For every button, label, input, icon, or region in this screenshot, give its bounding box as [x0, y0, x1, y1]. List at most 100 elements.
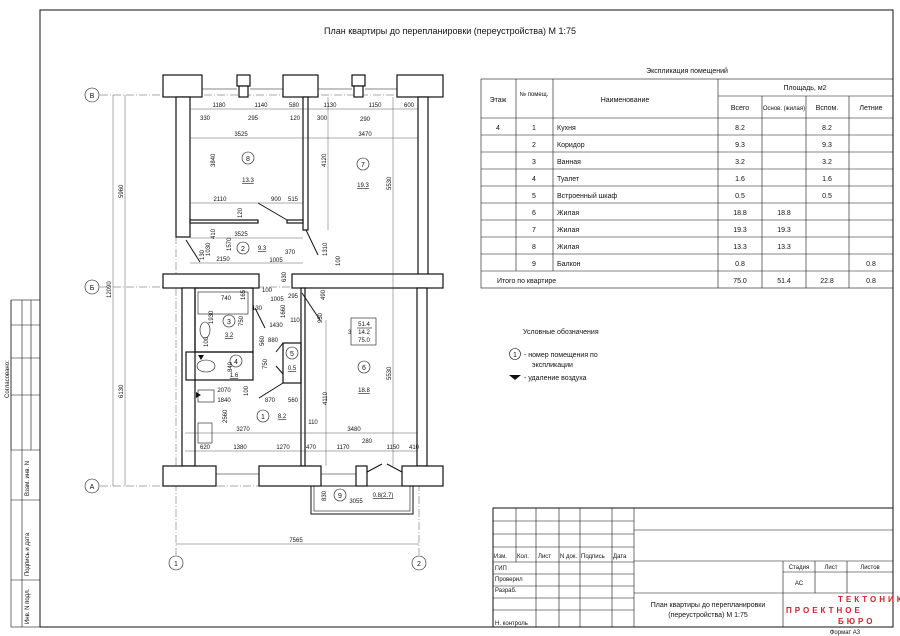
- legend-title: Условные обозначения: [523, 328, 599, 336]
- cell-name: Встроенный шкаф: [557, 192, 617, 200]
- svg-text:110: 110: [308, 420, 318, 426]
- air-exhaust-icon: [198, 355, 204, 360]
- fixtures: [196, 291, 249, 444]
- svg-text:экспликации: экспликации: [532, 362, 573, 369]
- cell-total: 8.2: [735, 125, 745, 132]
- cell-name: Жилая: [557, 227, 579, 234]
- axis-bubble-b: Б: [84, 279, 100, 295]
- svg-text:900: 900: [271, 197, 282, 203]
- svg-text:1150: 1150: [369, 103, 383, 109]
- svg-text:165: 165: [241, 289, 247, 300]
- svg-text:515: 515: [288, 197, 299, 203]
- room-number-symbol-icon: [509, 348, 521, 360]
- bathtub-icon: [197, 291, 249, 315]
- svg-text:Вспом.: Вспом.: [816, 105, 839, 112]
- title-block: Изм. Кол. Лист N док. Подпись Дата ГИП П…: [492, 507, 900, 636]
- room-8-label: 813.3: [241, 151, 254, 184]
- svg-text:5960: 5960: [119, 184, 125, 198]
- svg-text:1180: 1180: [213, 103, 227, 109]
- svg-text:3270: 3270: [236, 427, 250, 433]
- svg-text:Изм.: Изм.: [494, 554, 507, 560]
- air-exhaust-icon: [196, 392, 201, 398]
- svg-text:Н. контроль: Н. контроль: [495, 621, 528, 627]
- cell-total: 1.6: [735, 176, 745, 183]
- svg-text:1030: 1030: [206, 242, 212, 256]
- svg-text:12090: 12090: [107, 281, 113, 298]
- svg-text:- удаление воздуха: - удаление воздуха: [524, 375, 587, 382]
- svg-text:1140: 1140: [255, 103, 269, 109]
- svg-text:410: 410: [211, 228, 217, 239]
- format-label: Формат А3: [830, 630, 861, 636]
- svg-text:БЮРО: БЮРО: [838, 617, 875, 626]
- svg-text:3525: 3525: [234, 232, 248, 238]
- svg-text:740: 740: [221, 296, 232, 302]
- svg-text:22.8: 22.8: [820, 278, 834, 285]
- svg-text:130: 130: [252, 306, 263, 312]
- svg-text:51.4: 51.4: [777, 278, 791, 285]
- svg-text:3: 3: [227, 319, 231, 326]
- cell-num: 1: [532, 125, 536, 132]
- svg-text:Наименование: Наименование: [601, 97, 650, 104]
- svg-text:Листов: Листов: [860, 565, 880, 571]
- cell-name: Ванная: [557, 159, 581, 166]
- svg-text:5530: 5530: [387, 176, 393, 190]
- svg-text:100: 100: [204, 336, 210, 347]
- inv-orig-label: Инв. N подл.: [25, 588, 31, 624]
- svg-text:290: 290: [360, 117, 371, 123]
- svg-text:4: 4: [234, 359, 238, 366]
- svg-text:Подпись: Подпись: [581, 554, 605, 560]
- svg-text:280: 280: [362, 439, 373, 445]
- cell-aux: 0.5: [822, 193, 832, 200]
- svg-text:Кол.: Кол.: [517, 554, 529, 560]
- table-row: 4 Туалет 1.6 1.6: [532, 176, 832, 183]
- cell-num: 5: [532, 193, 536, 200]
- svg-text:2560: 2560: [223, 409, 229, 423]
- axis-bubble-a: А: [84, 478, 100, 494]
- svg-text:830: 830: [322, 490, 328, 501]
- svg-text:0.8(2.7): 0.8(2.7): [373, 493, 394, 499]
- svg-text:100: 100: [244, 385, 250, 396]
- cell-total: 9.3: [735, 142, 745, 149]
- cell-aux: 9.3: [822, 142, 832, 149]
- cell-total: 19.3: [733, 227, 747, 234]
- svg-text:1170: 1170: [337, 445, 351, 451]
- cell-total: 0.8: [735, 261, 745, 268]
- sheet-title: План квартиры до перепланировки (переуст…: [324, 26, 576, 36]
- svg-text:100: 100: [336, 255, 342, 266]
- svg-text:1130: 1130: [324, 103, 338, 109]
- svg-text:18.8: 18.8: [358, 388, 370, 394]
- cell-name: Туалет: [557, 176, 580, 183]
- sink-icon: [199, 321, 211, 339]
- svg-text:490: 490: [321, 289, 327, 300]
- svg-text:ПРОЕКТНОЕ: ПРОЕКТНОЕ: [786, 606, 863, 615]
- svg-text:470: 470: [306, 445, 317, 451]
- svg-text:9.3: 9.3: [258, 246, 267, 252]
- cell-num: 2: [532, 142, 536, 149]
- header-num: № помещ.: [520, 91, 549, 98]
- cell-aux: 1.6: [822, 176, 832, 183]
- axis-bubble-2: 2: [411, 555, 427, 571]
- svg-text:1: 1: [513, 352, 517, 359]
- sign-date-label: Подпись и дата: [25, 532, 31, 576]
- svg-text:3.2: 3.2: [225, 333, 234, 339]
- walls: [162, 74, 444, 515]
- cell-num: 4: [532, 176, 536, 183]
- svg-text:Дата: Дата: [613, 554, 627, 560]
- svg-text:1930: 1930: [209, 310, 215, 324]
- svg-text:Итого по квартире: Итого по квартире: [497, 278, 556, 285]
- svg-text:3525: 3525: [234, 132, 248, 138]
- svg-text:880: 880: [268, 338, 279, 344]
- cell-num: 3: [532, 159, 536, 166]
- floor-plan: В Б А 1 2: [84, 74, 444, 571]
- cell-main: 18.8: [777, 210, 791, 217]
- svg-text:110: 110: [290, 318, 300, 324]
- svg-text:1: 1: [174, 561, 178, 568]
- svg-text:14.2: 14.2: [358, 330, 370, 336]
- svg-text:8: 8: [246, 156, 250, 163]
- svg-text:Всего: Всего: [731, 105, 749, 112]
- svg-text:100: 100: [262, 288, 273, 294]
